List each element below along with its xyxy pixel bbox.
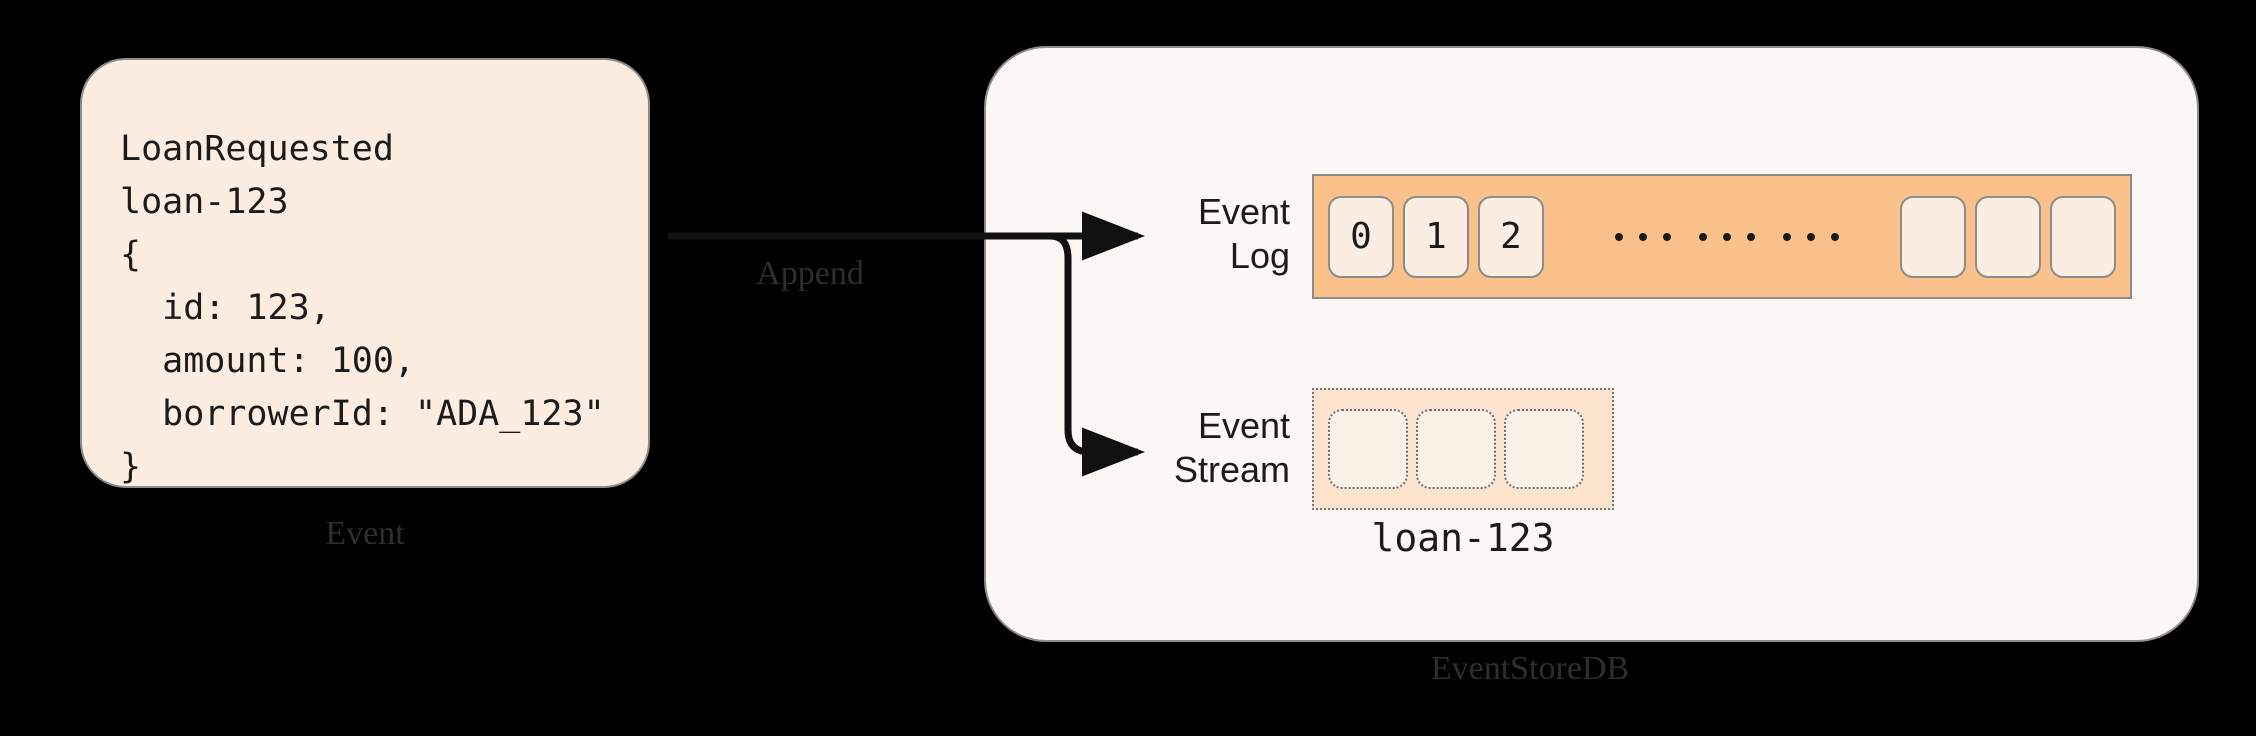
ellipsis-dot xyxy=(1698,232,1707,241)
ellipsis-dot xyxy=(1782,232,1791,241)
event-log-ellipsis xyxy=(1559,232,1894,241)
event-log-label: Event Log xyxy=(1197,191,1290,276)
ellipsis-dot xyxy=(1662,232,1671,241)
event-log-cell-0[interactable]: 0 xyxy=(1328,195,1394,278)
event-card: LoanRequested loan-123 { id: 123, amount… xyxy=(80,58,650,488)
ellipsis-group xyxy=(1698,232,1755,241)
event-stream-cell[interactable] xyxy=(1416,409,1496,489)
ellipsis-group xyxy=(1782,232,1839,241)
eventstoredb-caption: EventStoreDB xyxy=(1430,650,1630,687)
event-log-cell-empty[interactable] xyxy=(1900,195,1966,278)
ellipsis-dot xyxy=(1638,232,1647,241)
event-stream-id-label: loan-123 xyxy=(1371,516,1555,560)
ellipsis-dot xyxy=(1722,232,1731,241)
event-stream-label: Event Stream xyxy=(1173,405,1290,490)
event-log-cell-2[interactable]: 2 xyxy=(1478,195,1544,278)
ellipsis-dot xyxy=(1830,232,1839,241)
append-arrow-label: Append xyxy=(756,255,864,292)
event-log-cell-empty[interactable] xyxy=(2050,195,2116,278)
event-log-cell-1[interactable]: 1 xyxy=(1403,195,1469,278)
eventstoredb-container xyxy=(984,46,2199,642)
event-log-band: 0 1 2 xyxy=(1312,174,2132,299)
event-stream-cell[interactable] xyxy=(1328,409,1408,489)
event-stream-container xyxy=(1312,388,1614,510)
event-stream-cell[interactable] xyxy=(1504,409,1584,489)
event-payload-code: LoanRequested loan-123 { id: 123, amount… xyxy=(120,129,605,487)
ellipsis-dot xyxy=(1806,232,1815,241)
event-card-caption: Event xyxy=(325,515,405,552)
ellipsis-group xyxy=(1614,232,1671,241)
event-log-cell-empty[interactable] xyxy=(1975,195,2041,278)
ellipsis-dot xyxy=(1746,232,1755,241)
ellipsis-dot xyxy=(1614,232,1623,241)
